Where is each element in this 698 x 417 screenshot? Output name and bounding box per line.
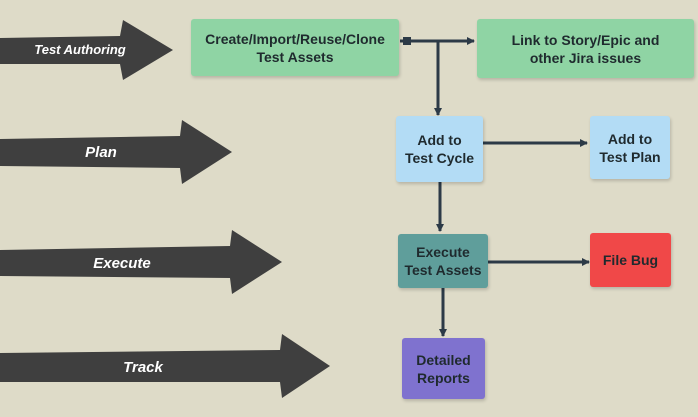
node-detailed-reports: Detailed Reports [402,338,485,399]
node-reports-label: Detailed Reports [416,351,471,386]
node-plan-label: Add to Test Plan [599,130,661,165]
node-execute-test-assets: Execute Test Assets [398,234,488,288]
node-create-test-assets: Create/Import/Reuse/Clone Test Assets [191,19,399,76]
node-create-label: Create/Import/Reuse/Clone Test Assets [205,30,385,65]
connectors [400,37,590,337]
phase-arrow-execute: Execute [0,230,282,294]
node-link-label: Link to Story/Epic and other Jira issues [511,31,660,66]
node-execute-label: Execute Test Assets [404,244,482,278]
phase-label-test-authoring: Test Authoring [34,42,126,57]
node-add-to-test-cycle: Add to Test Cycle [396,116,483,182]
phase-arrow-plan: Plan [0,120,232,184]
node-link-jira-issues: Link to Story/Epic and other Jira issues [477,19,694,78]
phase-arrow-test-authoring: Test Authoring [0,20,173,80]
node-add-to-test-plan: Add to Test Plan [590,116,670,179]
phase-arrow-track: Track [0,334,330,398]
node-bug-label: File Bug [602,252,659,268]
connector-start-square [403,37,411,45]
phase-label-execute: Execute [93,255,151,272]
node-file-bug: File Bug [590,233,671,287]
phase-label-plan: Plan [85,144,117,161]
node-cycle-label: Add to Test Cycle [405,132,474,166]
phase-label-track: Track [123,359,163,376]
